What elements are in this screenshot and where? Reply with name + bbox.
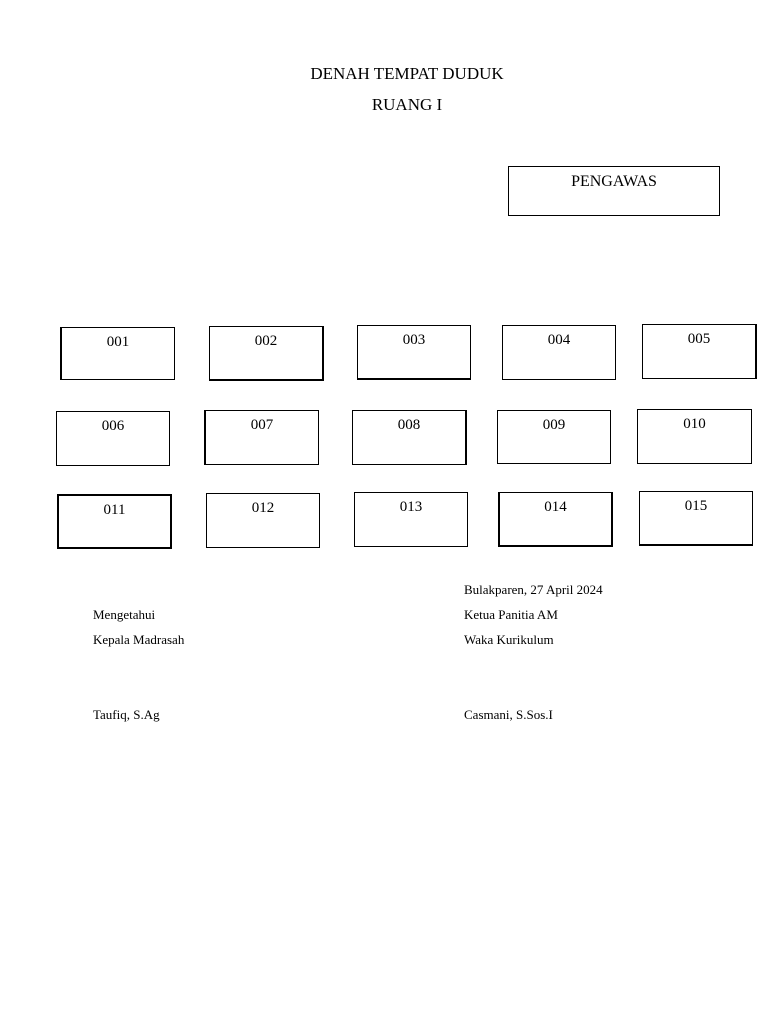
seat-009: 009	[497, 410, 611, 464]
seat-011: 011	[57, 494, 172, 549]
seat-014: 014	[498, 492, 613, 547]
seat-006: 006	[56, 411, 170, 466]
place-date: Bulakparen, 27 April 2024	[464, 582, 603, 597]
right-signer-title: Waka Kurikulum	[464, 632, 554, 647]
seat-008: 008	[352, 410, 467, 465]
right-signer-line1: Ketua Panitia AM	[464, 607, 558, 622]
seat-003: 003	[357, 325, 471, 380]
supervisor-desk: PENGAWAS	[508, 166, 720, 216]
seat-013: 013	[354, 492, 468, 547]
seat-004: 004	[502, 325, 616, 380]
seat-015: 015	[639, 491, 753, 546]
seat-005: 005	[642, 324, 757, 379]
seat-012: 012	[206, 493, 320, 548]
page-title: DENAH TEMPAT DUDUK	[310, 64, 504, 83]
left-signer-line1: Mengetahui	[93, 607, 156, 622]
seat-007: 007	[204, 410, 319, 465]
left-signer-title: Kepala Madrasah	[93, 632, 185, 647]
seat-002: 002	[209, 326, 324, 381]
room-title: RUANG I	[371, 95, 443, 114]
right-signer-name: Casmani, S.Sos.I	[464, 707, 553, 722]
seat-010: 010	[637, 409, 752, 464]
left-signer-name: Taufiq, S.Ag	[93, 707, 160, 722]
seat-001: 001	[60, 327, 175, 380]
